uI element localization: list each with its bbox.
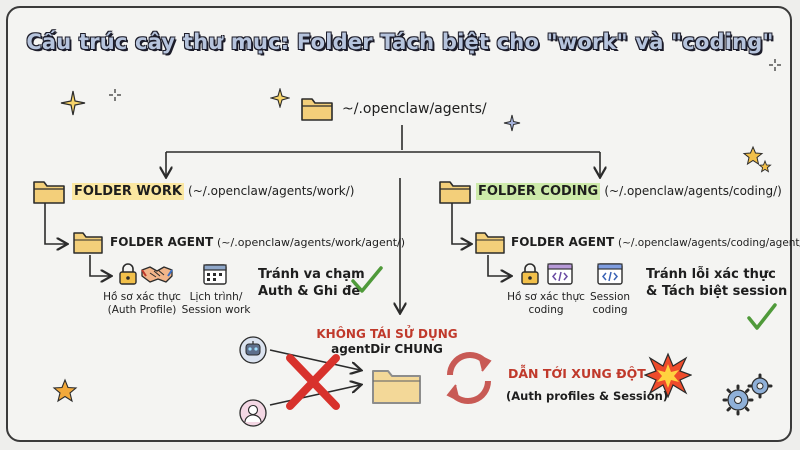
coding-note-line2: & Tách biệt session xyxy=(646,284,788,299)
lock-icon xyxy=(119,263,137,285)
sparkle-icon xyxy=(503,114,521,132)
work-auth-profile-line2: (Auth Profile) xyxy=(107,304,177,316)
work-note-line2: Auth & Ghi đè xyxy=(258,284,361,299)
coding-folder-name: FOLDER CODING xyxy=(476,183,601,200)
check-icon xyxy=(351,266,383,293)
conflict-warning-line2: agentDir CHUNG xyxy=(331,342,443,356)
star-icon xyxy=(742,145,772,173)
lock-icon xyxy=(521,263,539,285)
arrow-bot-to-folder xyxy=(269,349,360,370)
check-icon xyxy=(747,303,777,330)
coding-session-line2: coding xyxy=(592,304,628,316)
sparkle-icon xyxy=(109,89,121,101)
work-note: Tránh va chạm Auth & Ghi đè xyxy=(258,266,365,300)
explosion-icon xyxy=(644,352,692,398)
work-auth-profile-caption: Hồ sơ xác thực (Auth Profile) xyxy=(96,291,188,317)
arrow-work-agent xyxy=(44,202,66,244)
coding-agent-label: FOLDER AGENT (~/.openclaw/agents/coding/… xyxy=(511,235,800,249)
coding-auth-profile-line1: Hồ sơ xác thực xyxy=(507,291,585,303)
coding-folder-label: FOLDER CODING (~/.openclaw/agents/coding… xyxy=(476,183,782,200)
root-path: ~/.openclaw/agents/ xyxy=(342,101,487,117)
conflict-result-detail: (Auth profiles & Session) xyxy=(506,389,669,403)
folder-icon xyxy=(33,181,65,204)
folder-icon xyxy=(439,181,471,204)
folder-icon xyxy=(372,370,421,404)
folder-icon xyxy=(73,232,103,254)
work-session-line2: Session work xyxy=(181,304,251,316)
user-icon xyxy=(239,399,267,427)
arrow-coding-agent xyxy=(451,202,470,244)
work-agent-name: FOLDER AGENT xyxy=(110,235,214,249)
conflict-warning: KHÔNG TÁI SỬ DỤNG agentDir CHUNG xyxy=(312,327,462,357)
work-folder-label: FOLDER WORK (~/.openclaw/agents/work/) xyxy=(72,183,355,200)
work-note-line1: Tránh va chạm xyxy=(258,267,365,282)
coding-session-caption: Session coding xyxy=(584,291,636,317)
work-agent-path: (~/.openclaw/agents/work/agent/) xyxy=(217,236,406,249)
coding-auth-profile-caption: Hồ sơ xác thực coding xyxy=(504,291,588,317)
coding-agent-path: (~/.openclaw/agents/coding/agent/) xyxy=(618,237,800,249)
diagram-title: Cấu trúc cây thư mục: Folder Tách biệt c… xyxy=(26,30,774,54)
coding-session-line1: Session xyxy=(589,291,631,303)
conflict-warning-line1: KHÔNG TÁI SỬ DỤNG xyxy=(316,327,458,341)
coding-auth-profile-line2: coding xyxy=(528,304,564,316)
work-folder-path: (~/.openclaw/agents/work/) xyxy=(188,184,355,198)
folder-icon xyxy=(301,98,333,121)
work-session-caption: Lịch trình/ Session work xyxy=(180,291,252,317)
coding-folder-path: (~/.openclaw/agents/coding/) xyxy=(604,184,782,198)
gear-icon xyxy=(722,373,773,416)
x-mark-icon xyxy=(286,354,340,410)
conflict-result: DẪN TỚI XUNG ĐỘT xyxy=(508,366,646,381)
sparkle-icon xyxy=(769,59,781,71)
sync-icon xyxy=(446,352,492,404)
work-auth-profile-line1: Hồ sơ xác thực xyxy=(103,291,181,303)
coding-note: Tránh lỗi xác thực & Tách biệt session xyxy=(646,266,787,300)
work-agent-label: FOLDER AGENT (~/.openclaw/agents/work/ag… xyxy=(110,235,405,249)
sparkle-icon xyxy=(60,90,86,116)
star-icon xyxy=(52,378,78,403)
robot-icon xyxy=(239,336,267,364)
coding-agent-name: FOLDER AGENT xyxy=(511,235,615,249)
code-icon xyxy=(547,263,573,285)
sparkle-icon xyxy=(270,88,290,108)
folder-icon xyxy=(475,232,505,254)
arrow-work-children xyxy=(89,255,110,276)
arrow-user-to-folder xyxy=(269,385,360,406)
handshake-icon xyxy=(141,266,173,283)
calendar-icon xyxy=(203,264,227,285)
code-icon xyxy=(597,263,623,285)
coding-note-line1: Tránh lỗi xác thực xyxy=(646,267,776,282)
arrow-coding-children xyxy=(487,255,510,276)
work-session-line1: Lịch trình/ xyxy=(189,291,243,303)
work-folder-name: FOLDER WORK xyxy=(72,183,184,200)
